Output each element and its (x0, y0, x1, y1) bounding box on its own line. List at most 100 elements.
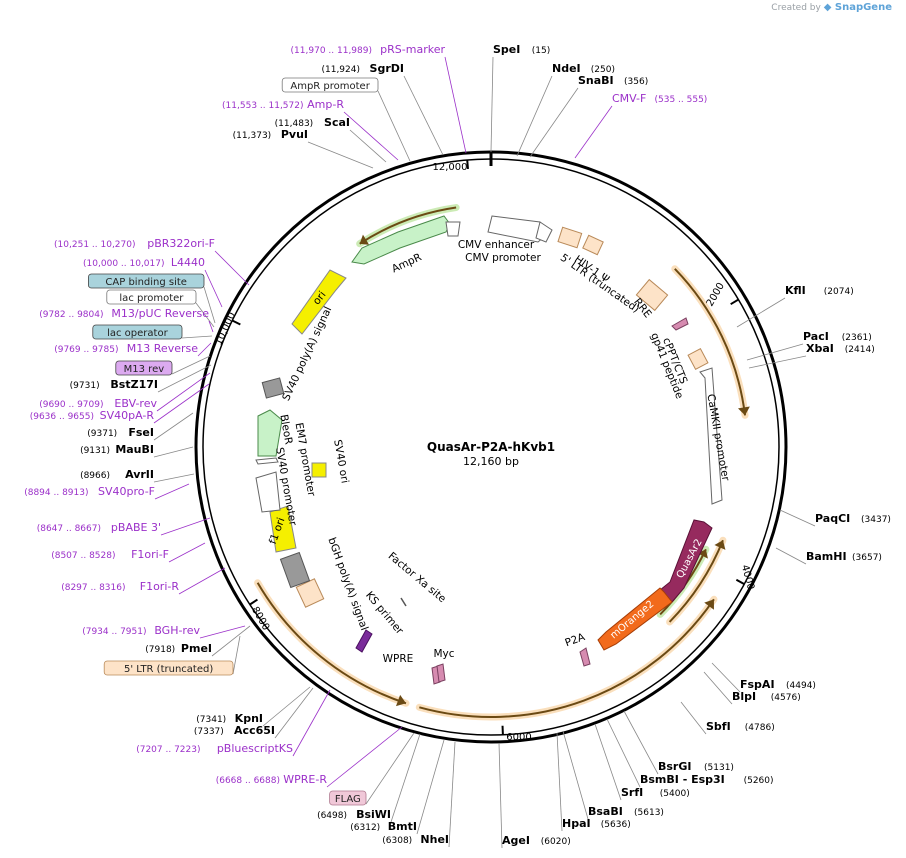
site-position: (7207 .. 7223) (136, 745, 200, 755)
site-paqci: PaqCI(3437) (779, 509, 891, 527)
site-position: (5400) (660, 789, 690, 799)
leader-line (274, 687, 314, 739)
site-name: KpnI (235, 712, 263, 725)
site-acc65i: Acc65I(7337) (194, 687, 314, 739)
site-position: (8894 .. 8913) (24, 488, 88, 498)
leader-line (444, 56, 467, 154)
site-bamhi: BamHI (3657) (775, 547, 882, 565)
site-position: (3657) (852, 553, 882, 563)
sv40-polya-gray-box (261, 377, 285, 399)
leader-line (606, 718, 641, 788)
feature-label-sv40-ori: SV40 ori (331, 439, 350, 485)
site-name: HpaI (562, 817, 591, 830)
site-name: PmeI (181, 642, 212, 655)
site-name: BamHI (806, 550, 847, 563)
tick-mark (735, 578, 745, 585)
leader-line (292, 689, 331, 757)
site-position: (4576) (771, 693, 801, 703)
site-amp-r: Amp-R (11,553 .. 11,572) (222, 98, 399, 161)
site-paci: PacI(2361) (746, 330, 872, 361)
site-name: F1ori-R (140, 580, 180, 593)
site-position: (11,553 .. 11,572) (222, 101, 303, 111)
f1ori-arrow (269, 505, 297, 553)
feature-tag-label: CAP binding site (105, 277, 187, 288)
cmv-promoter-arrow (535, 221, 553, 243)
em7-promoter-marker (255, 457, 279, 465)
leader-line (157, 364, 212, 393)
leader-line (529, 87, 579, 158)
feature-tag-box (115, 360, 173, 376)
tick-mark (231, 319, 241, 326)
site-f1ori-r: F1ori-R(8297 .. 8316) (61, 567, 226, 595)
sv40-promoter-arrow (255, 471, 281, 513)
site-f1ori-f: F1ori-F(8507 .. 8528) (51, 542, 206, 563)
feature-label-myc: Myc (433, 648, 454, 660)
site-position: (6498) (317, 811, 347, 821)
site-position: (6312) (350, 823, 380, 833)
feature-label-bleor: BleoR (277, 414, 294, 446)
feature-tag-box (88, 273, 205, 289)
site-hpai: HpaI(5636) (556, 732, 631, 832)
site-position: (15) (532, 46, 550, 56)
site-position: (7918) (145, 645, 175, 655)
site-name: pBABE 3' (111, 521, 161, 534)
leader-line (199, 625, 246, 639)
site-position: (11,970 .. 11,989) (291, 46, 372, 56)
ltr-orange-arc-1 (671, 265, 750, 419)
feature-label-bgh: bGH poly(A) signal (325, 536, 370, 632)
site-name: ScaI (324, 116, 350, 129)
f1ori-gray-box (279, 551, 311, 589)
feature-label-ltr5: 5' LTR (truncated) (558, 252, 642, 316)
site-name: Amp-R (307, 98, 344, 111)
site-name: BmtI (388, 820, 417, 833)
site-agei: AgeI (6020) (498, 742, 571, 849)
site-position: (5260) (744, 776, 774, 786)
site-name: L4440 (171, 256, 205, 269)
feature-tag-label: M13 rev (124, 364, 165, 375)
leader-line (349, 129, 387, 163)
feature-label-em7: EM7 promoter (293, 422, 318, 498)
tick-mark (249, 598, 258, 606)
feature-tag-box (106, 289, 197, 305)
site-kpni: KpnI(7341) (196, 686, 311, 727)
leader-line (153, 383, 210, 424)
site-position: (6668 .. 6688) (216, 776, 280, 786)
site-position: (7337) (194, 727, 224, 737)
leader-line (153, 446, 194, 458)
site-lac-promoter: lac promoter (106, 289, 215, 328)
site-fsei: FseI(9371) (87, 412, 194, 441)
feature-tag-label: AmpR promoter (290, 81, 370, 92)
leader-line (232, 635, 241, 675)
site-name: BsiWI (356, 808, 391, 821)
leader-line (623, 710, 659, 775)
leader-line (153, 412, 194, 441)
leader-line (748, 355, 807, 369)
feature-label-morange: mOrange2 (609, 599, 657, 642)
site-snabi: SnaBI(356) (529, 74, 648, 158)
site-cmv-f: CMV-F(535 .. 555) (574, 92, 707, 159)
site-name: AgeI (502, 834, 530, 847)
sv40-ori-box (311, 462, 327, 478)
site-kfli: KflI(2074) (736, 284, 854, 328)
site-name: AvrII (125, 468, 154, 481)
ltr-orange-arc-2 (666, 536, 727, 626)
site-position: (5613) (634, 808, 664, 818)
site-position: (4786) (745, 723, 775, 733)
morange-arrow (597, 587, 673, 651)
site-name: EBV-rev (114, 397, 157, 410)
site-name: BstZ17I (110, 378, 158, 391)
p2a-marker (579, 647, 591, 667)
site-position: (5131) (704, 763, 734, 773)
leader-line (203, 286, 216, 324)
site-position: (6020) (541, 837, 571, 847)
site-name: NheI (420, 833, 449, 846)
site-name: PvuI (281, 128, 308, 141)
leader-line (343, 111, 399, 161)
site-name: SV40pA-R (100, 409, 155, 422)
site-position: (9131) (80, 446, 110, 456)
feature-label-p2a: P2A (563, 631, 587, 649)
rre-box (635, 278, 669, 312)
feature-tag-label: lac promoter (119, 293, 184, 304)
site-name: MauBI (115, 443, 154, 456)
site-name: SnaBI (578, 74, 614, 87)
